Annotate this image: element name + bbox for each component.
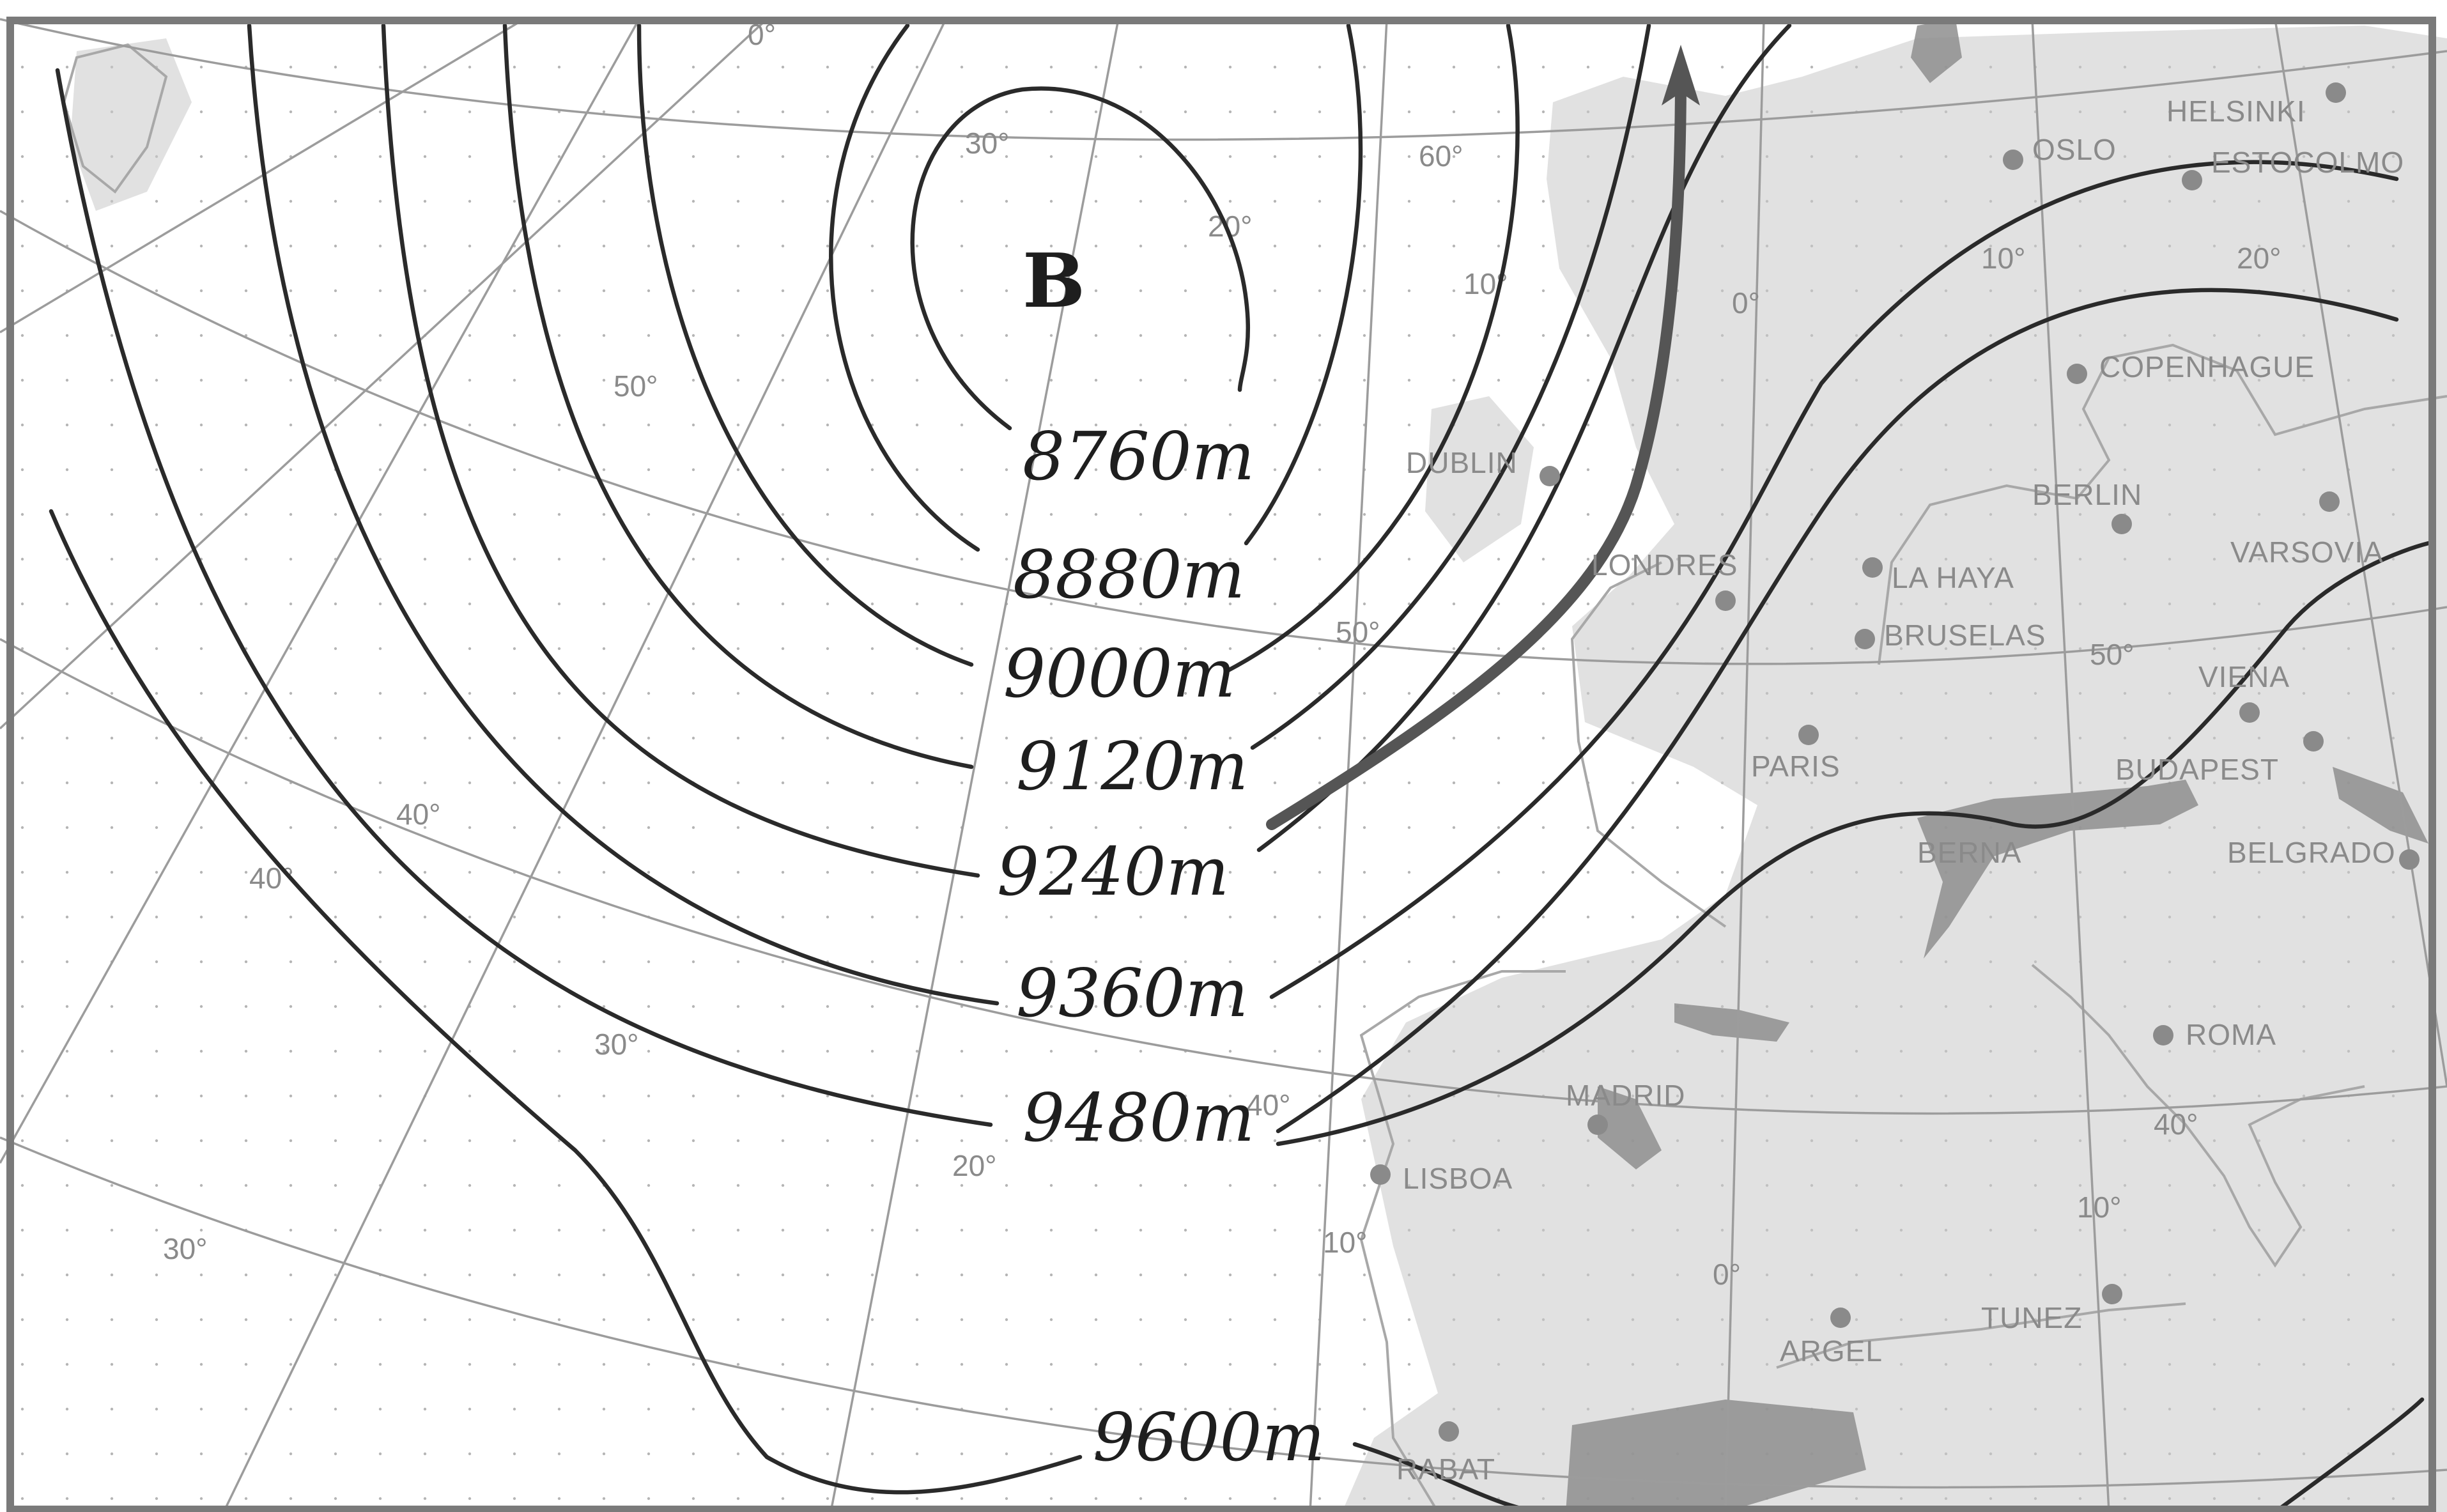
latitude-30 (0, 1136, 2447, 1489)
grid-label: 20° (2237, 242, 2281, 275)
city-label-madrid: MADRID (1566, 1079, 1685, 1112)
city-dot (2003, 150, 2023, 170)
grid-label: 40° (1246, 1088, 1291, 1122)
latitude-50 (0, 210, 2447, 665)
city-label-paris: PARIS (1751, 750, 1841, 783)
city-dot (1540, 466, 1560, 486)
contour-label-9000: 9000m (1003, 635, 1235, 713)
longitude-20e (2274, 19, 2447, 1087)
contour-8760 (910, 86, 1250, 431)
contour-label-9360: 9360m (1016, 954, 1248, 1032)
contour-9480 (55, 68, 2399, 1134)
contour-9480b (1276, 541, 2431, 1146)
contour-label-8760: 8760m (1023, 417, 1254, 495)
grid-label: 30° (965, 127, 1010, 160)
city-dot (2182, 170, 2202, 190)
city-label-estocolmo: ESTOCOLMO (2211, 146, 2404, 179)
city-dot (1830, 1308, 1851, 1328)
arrow-head-icon (1662, 45, 1700, 105)
grid-label: 30° (163, 1232, 208, 1265)
city-label-viena: VIENA (2198, 660, 2290, 693)
city-label-tunez: TUNEZ (1981, 1301, 2082, 1334)
grid-label: 50° (614, 369, 658, 403)
city-label-dublin: DUBLIN (1406, 446, 1518, 479)
grid-label: 40° (249, 861, 294, 895)
map-frame (6, 17, 2436, 1512)
city-label-budapest: BUDAPEST (2115, 753, 2279, 786)
city-label-varsovia: VARSOVIA (2230, 536, 2384, 569)
arrow-shaft (1266, 71, 1687, 830)
city-dot (1370, 1164, 1391, 1185)
city-label-copenhague: COPENHAGUE (2099, 350, 2315, 383)
city-label-berna: BERNA (1917, 836, 2021, 869)
city-dot (1855, 629, 1875, 649)
contour-lines (49, 23, 2431, 1512)
latitude-60 (0, 18, 2447, 141)
city-label-berlin: BERLIN (2032, 478, 2142, 511)
city-label-rabat: RABAT (1396, 1453, 1495, 1486)
contour-9000 (637, 23, 1520, 674)
contour-label-9240: 9240m (997, 833, 1229, 911)
grid-label: 40° (2154, 1107, 2198, 1141)
city-dot (2326, 82, 2346, 103)
cities: HELSINKI OSLO ESTOCOLMO COPENHAGUE DUBLI… (1370, 82, 2420, 1486)
city-label-lisboa: LISBOA (1403, 1162, 1513, 1195)
city-dot (2239, 702, 2260, 723)
city-dot (2153, 1025, 2173, 1045)
longitude-20w (830, 19, 1120, 1512)
city-label-londres: LONDRES (1591, 548, 1738, 582)
grid-label: 30° (594, 1028, 639, 1061)
meridian-b (0, 19, 640, 1164)
land-masses (62, 19, 2447, 1512)
contour-9360 (247, 23, 2399, 1006)
longitude-40w (0, 18, 768, 730)
contour-labels: 8760m 8880m 9000m 9120m 9240m 9360m 9480… (997, 417, 1325, 1476)
contour-9240 (381, 23, 1792, 878)
jet-stream-arrow (1266, 45, 1700, 830)
low-pressure-marker: B (1023, 238, 1085, 325)
grid-label: 40° (396, 798, 441, 831)
city-dot (2111, 514, 2132, 534)
city-dot (1439, 1421, 1459, 1442)
grid-label: 10° (2077, 1191, 2122, 1224)
longitude-10w (1309, 19, 1388, 1512)
grid-label: 0° (1732, 286, 1760, 320)
city-label-oslo: OSLO (2032, 133, 2117, 166)
city-dot (2102, 1284, 2122, 1304)
city-dot (1862, 557, 1883, 578)
longitude-30w (222, 19, 947, 1512)
city-dot (1798, 725, 1819, 745)
contour-label-8880: 8880m (1013, 536, 1245, 613)
grid-label: 10° (1323, 1226, 1368, 1259)
city-label-la-haya: LA HAYA (1892, 561, 2014, 594)
contour-8880 (829, 23, 1363, 552)
graticule-labels: 0° 30° 20° 60° 10° 0° 50° 50° 10° 20° 50… (163, 18, 2281, 1291)
grid-label: 20° (952, 1149, 997, 1182)
grid-label: 50° (2090, 638, 2134, 671)
city-dot (2067, 364, 2087, 384)
city-label-belgrado: BELGRADO (2227, 836, 2396, 869)
meridian-a (0, 18, 525, 334)
city-label-helsinki: HELSINKI (2166, 95, 2306, 128)
city-dot (2399, 849, 2420, 870)
grid-label: 0° (1713, 1258, 1741, 1291)
city-label-bruselas: BRUSELAS (1884, 619, 2046, 652)
city-dot (1587, 1115, 1608, 1135)
city-dot (1715, 590, 1736, 611)
city-dot (2319, 491, 2340, 512)
contour-9120 (502, 23, 1651, 769)
contour-label-9480: 9480m (1023, 1079, 1254, 1157)
longitude-0 (1724, 19, 1765, 1512)
city-dot (2303, 731, 2324, 752)
contour-label-9120: 9120m (1016, 727, 1248, 805)
city-label-roma: ROMA (2186, 1018, 2276, 1051)
contour-label-9600: 9600m (1093, 1398, 1325, 1476)
grid-label: 50° (1336, 615, 1380, 649)
city-label-argel: ARGEL (1780, 1334, 1883, 1368)
grid-label: 60° (1419, 139, 1463, 173)
grid-label: 10° (1981, 242, 2026, 275)
longitude-10e (2031, 19, 2110, 1512)
